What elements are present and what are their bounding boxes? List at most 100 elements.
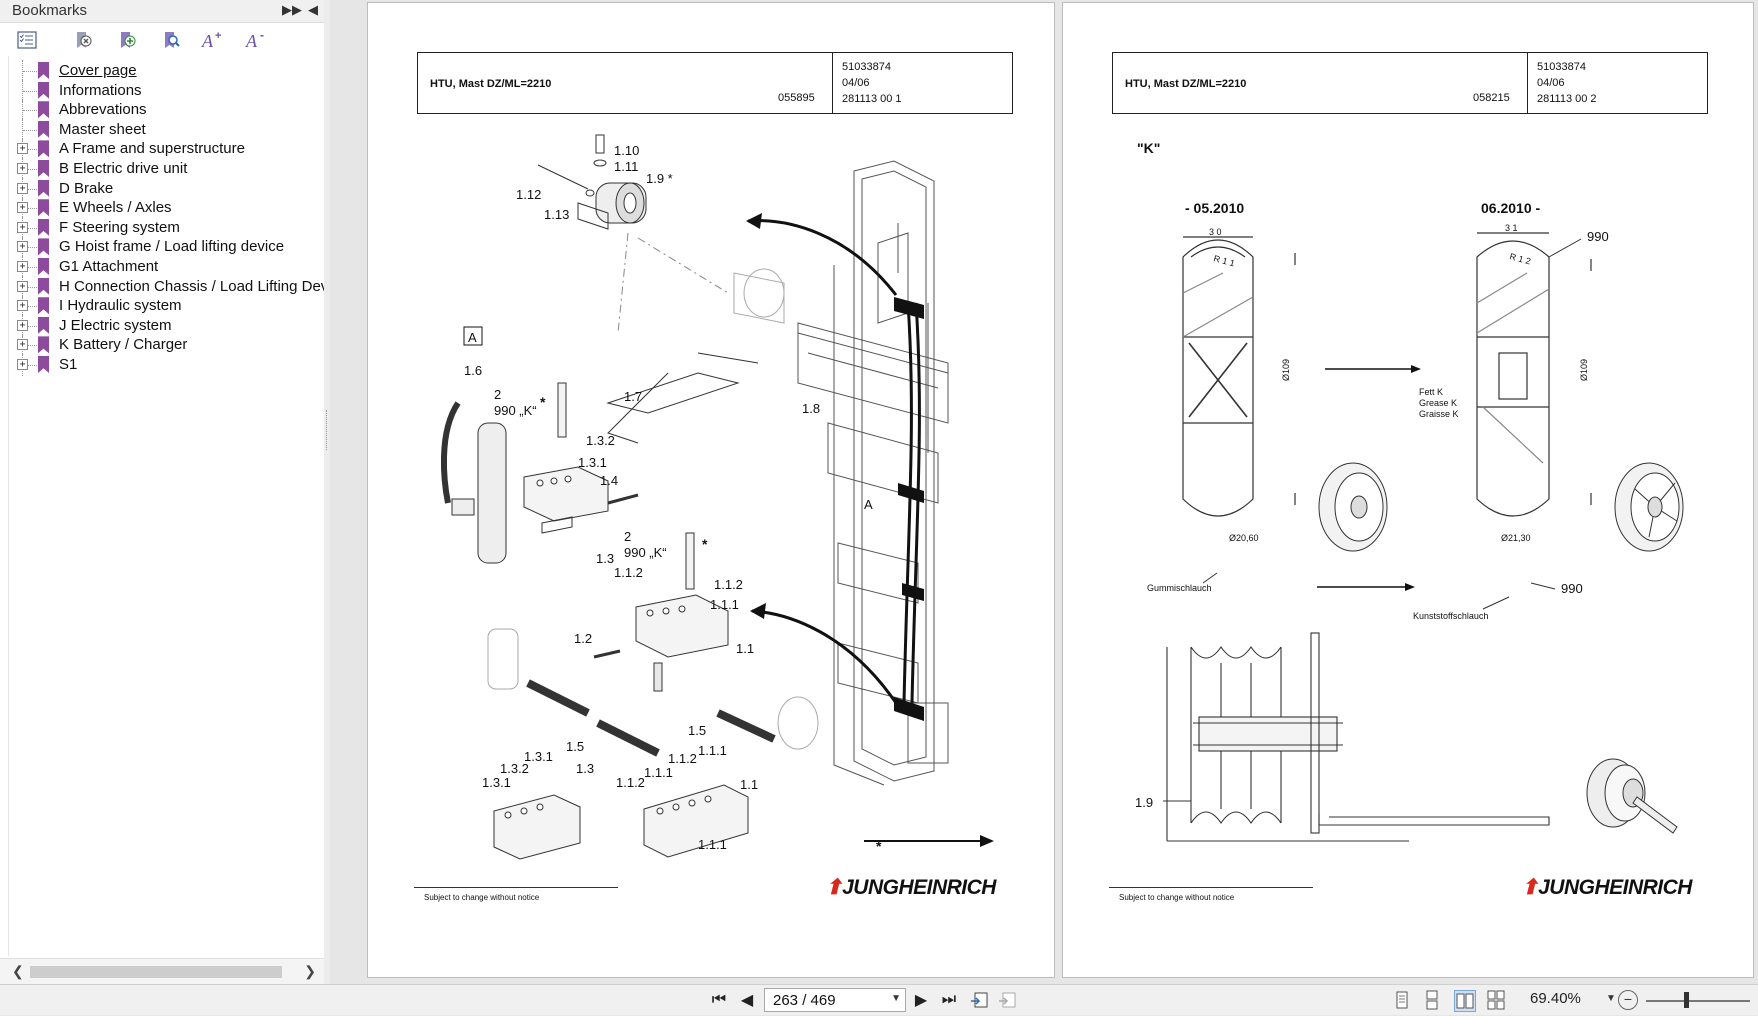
bookmark-item[interactable]: + A Frame and superstructure: [8, 138, 324, 161]
callout: 1.3.1: [578, 455, 607, 470]
sheet-number: 281113 00 2: [1537, 93, 1597, 105]
callout: *: [876, 838, 882, 854]
callout: 1.3.2: [586, 433, 615, 448]
increase-text-size-icon[interactable]: A+: [200, 28, 226, 52]
single-page-view-icon[interactable]: [1392, 990, 1412, 1010]
horizontal-scrollbar[interactable]: ❮ ❯: [0, 958, 324, 985]
bookmark-item[interactable]: +D Brake: [8, 177, 324, 200]
first-page-icon[interactable]: ⏮: [711, 991, 727, 1008]
expand-toggle-icon[interactable]: +: [17, 241, 28, 253]
scroll-right-icon[interactable]: ❯: [304, 963, 316, 979]
bookmark-item[interactable]: Cover page: [8, 60, 324, 82]
diameter-109-old: Ø109: [1281, 359, 1291, 381]
bookmarks-title: Bookmarks: [12, 2, 88, 19]
tree-connector: [23, 90, 37, 92]
part-990: 990: [1587, 229, 1609, 244]
tree-connector: [22, 99, 24, 122]
next-page-icon[interactable]: ▶: [914, 992, 928, 1009]
svg-text:+: +: [215, 30, 221, 42]
expand-toggle-icon[interactable]: +: [17, 143, 28, 155]
bookmark-icon: [38, 258, 49, 275]
bookmark-item[interactable]: Master sheet: [8, 118, 324, 141]
previous-view-icon[interactable]: [968, 989, 990, 1011]
sheet-number: 281113 00 1: [842, 93, 902, 105]
bookmark-label: Informations: [59, 81, 142, 99]
grease-note-en: Grease K: [1419, 398, 1457, 408]
callout: 1.1: [736, 641, 754, 656]
callout: 1.1.1: [710, 597, 739, 612]
decrease-text-size-icon[interactable]: A-: [244, 28, 270, 52]
splitter-grip: [326, 410, 329, 450]
bookmark-item[interactable]: Informations: [8, 79, 324, 102]
bookmark-label: J Electric system: [59, 316, 172, 334]
zoom-out-icon[interactable]: −: [1618, 990, 1638, 1010]
zoom-dropdown-icon[interactable]: ▼: [1606, 993, 1616, 1004]
jungheinrich-logo: ⬆JUNGHEINRICH: [825, 876, 996, 899]
zoom-slider-thumb[interactable]: [1684, 992, 1689, 1008]
expand-toggle-icon[interactable]: +: [17, 163, 28, 174]
continuous-view-icon[interactable]: [1422, 990, 1442, 1010]
previous-page-icon[interactable]: ◀: [740, 992, 754, 1009]
bookmark-item[interactable]: +G1 Attachment: [8, 256, 324, 278]
expand-toggle-icon[interactable]: +: [17, 339, 28, 351]
exploded-parts-drawing: 1.10 1.11 1.9 * 1.12 1.13 A 1.6 2 990 „K…: [440, 134, 994, 860]
bookmark-label: K Battery / Charger: [59, 336, 188, 354]
callout: 1.1.1: [698, 743, 727, 758]
expand-toggle-icon[interactable]: +: [17, 280, 28, 292]
scrollbar-thumb[interactable]: [30, 966, 282, 978]
jungheinrich-logo: ⬆JUNGHEINRICH: [1521, 876, 1692, 899]
expand-toggle-icon[interactable]: +: [17, 319, 28, 331]
add-bookmark-icon[interactable]: [114, 28, 140, 52]
tree-connector: [23, 365, 37, 366]
bookmark-label: Abbrevations: [59, 101, 147, 119]
bookmark-item[interactable]: Abbrevations: [8, 99, 324, 122]
callout: 1.8: [802, 401, 820, 416]
expand-panel-icon[interactable]: ▶▶: [282, 2, 302, 17]
page-number-input[interactable]: [771, 991, 885, 1010]
bookmark-item[interactable]: + J Electric system: [8, 314, 324, 337]
bookmark-item[interactable]: +E Wheels / Axles: [8, 197, 324, 220]
zoom-level[interactable]: 69.40%: [1530, 990, 1581, 1007]
expand-toggle-icon[interactable]: +: [17, 182, 28, 194]
expand-toggle-icon[interactable]: +: [17, 261, 28, 272]
scroll-left-icon[interactable]: ❮: [12, 963, 24, 979]
revision-date: 04/06: [842, 77, 870, 89]
next-view-icon[interactable]: [996, 989, 1018, 1011]
bookmark-item[interactable]: +I Hydraulic system: [8, 295, 324, 318]
bookmark-icon: [38, 179, 49, 197]
bookmark-item[interactable]: + F Steering system: [8, 216, 324, 239]
callout: 2: [494, 387, 501, 402]
bookmark-item[interactable]: + K Battery / Charger: [8, 334, 324, 357]
bookmark-label: F Steering system: [59, 218, 180, 236]
bookmark-icon: [38, 356, 49, 373]
bookmark-label: A Frame and superstructure: [59, 140, 245, 158]
expand-toggle-icon[interactable]: +: [17, 359, 28, 370]
facing-pages-view-icon[interactable]: [1454, 990, 1476, 1012]
collapse-panel-icon[interactable]: ◀: [308, 2, 318, 17]
expand-toggle-icon[interactable]: +: [17, 300, 28, 312]
bookmark-options-icon[interactable]: [14, 28, 40, 52]
bookmark-item[interactable]: +B Electric drive unit: [8, 158, 324, 180]
last-page-icon[interactable]: ⏭: [941, 991, 957, 1008]
callout: 1.3.1: [524, 749, 553, 764]
callout: 1.9 *: [646, 171, 673, 186]
bookmark-item[interactable]: +G Hoist frame / Load lifting device: [8, 236, 324, 259]
find-bookmark-icon[interactable]: [158, 28, 184, 52]
bookmark-icon: [38, 218, 49, 236]
footer-note: Subject to change without notice: [424, 893, 540, 902]
delete-bookmark-icon[interactable]: [70, 28, 96, 52]
bookmark-item[interactable]: +S1: [8, 354, 324, 376]
callout: 1.1: [740, 777, 758, 792]
continuous-facing-view-icon[interactable]: [1486, 990, 1506, 1010]
zoom-slider-track[interactable]: [1646, 1000, 1750, 1002]
document-page-right: HTU, Mast DZ/ML=2210 058215 51033874 04/…: [1062, 2, 1754, 978]
drawing-title: HTU, Mast DZ/ML=2210: [1125, 78, 1247, 90]
page-dropdown-icon[interactable]: ▼: [891, 993, 901, 1004]
page-number-field[interactable]: ▼: [764, 988, 906, 1012]
radius-r12: R 1 2: [1508, 251, 1531, 266]
expand-toggle-icon[interactable]: +: [17, 202, 28, 214]
callout: 1.1.2: [616, 775, 645, 790]
bookmark-item[interactable]: +H Connection Chassis / Load Lifting Dev…: [8, 275, 324, 298]
expand-toggle-icon[interactable]: +: [17, 221, 28, 233]
panel-splitter[interactable]: [324, 0, 330, 984]
